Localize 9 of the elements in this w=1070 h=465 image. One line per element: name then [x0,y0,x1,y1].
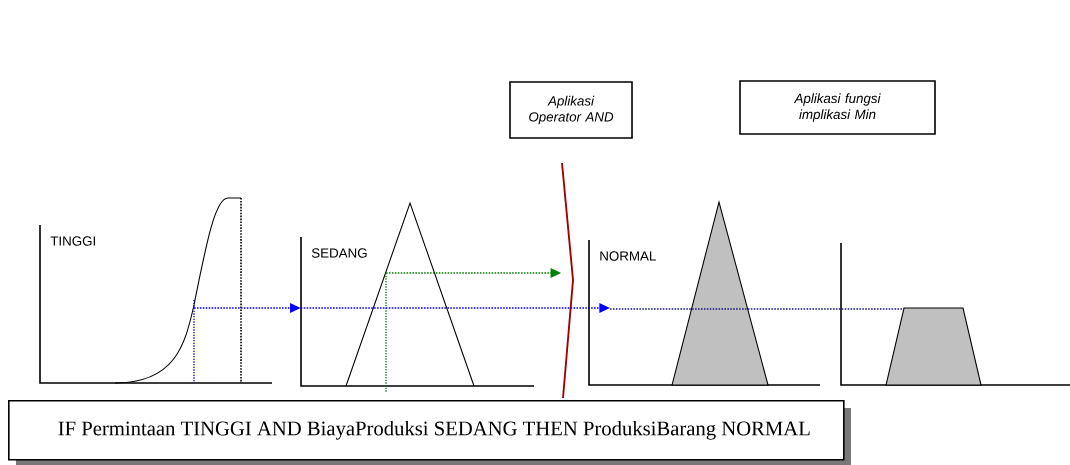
node-label: NORMAL [600,251,656,261]
label-box: Aplikasi Operator AND [509,81,633,139]
membership-chart [840,242,1070,386]
membership-chart: NORMAL [588,199,821,386]
separator-line [561,162,574,399]
membership-chart: TINGGI [39,197,273,384]
membership-chart: SEDANG [300,201,535,393]
rule-box: IF Permintaan TINGGI AND BiayaProduksi SEDANG THEN ProduksiBarang NORMAL [8,400,851,465]
label-box: Aplikasi fungsi implikasi Min [739,80,936,135]
